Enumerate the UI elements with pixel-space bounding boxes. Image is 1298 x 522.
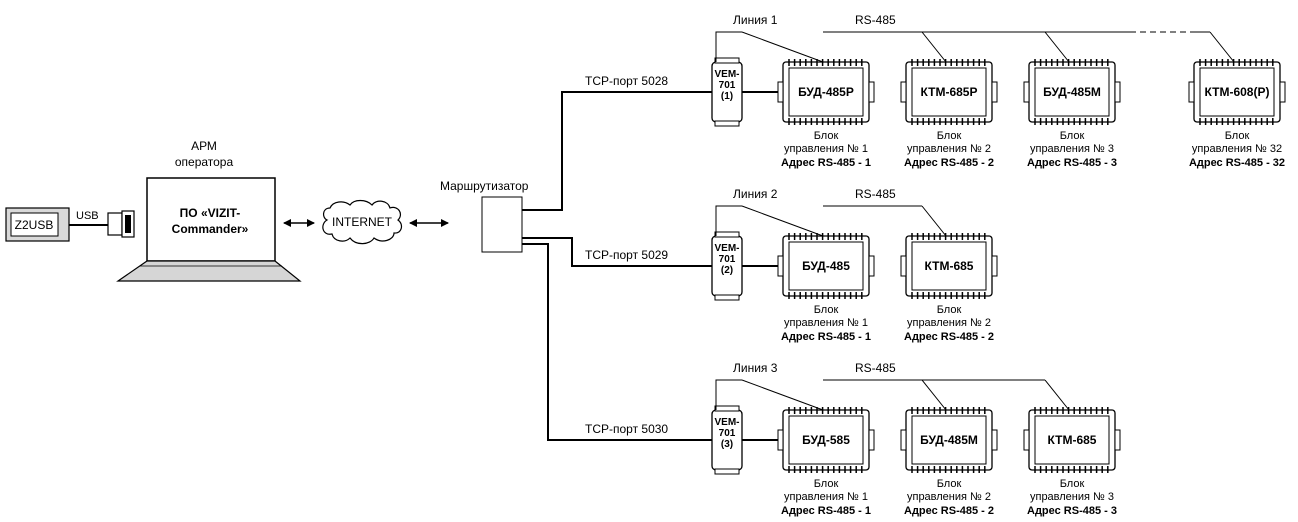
module-address: Адрес RS-485 - 2 (904, 505, 994, 517)
module-name: БУД-485M (1043, 85, 1101, 99)
module-caption: управления № 32 (1192, 143, 1282, 155)
converter-label: 701 (719, 428, 736, 439)
converter-label: 701 (719, 254, 736, 265)
software-line1: ПО «VIZIT- (180, 206, 241, 220)
module-address: Адрес RS-485 - 3 (1027, 505, 1117, 517)
arm-title-line1: АРМ (191, 139, 217, 153)
module-caption: Блок (937, 130, 962, 142)
z2usb-label: Z2USB (15, 218, 54, 232)
module-caption: управления № 2 (907, 491, 991, 503)
module-caption: Блок (937, 304, 962, 316)
bus-label: RS-485 (855, 187, 896, 201)
software-line2: Commander» (172, 222, 249, 236)
rs485-line-2: TCP-порт 5029 VEM-701(2) Линия 2 RS-485БУД-… (585, 187, 998, 343)
module-address: Адрес RS-485 - 1 (781, 505, 871, 517)
module-caption: Блок (937, 478, 962, 490)
module-caption: управления № 1 (784, 143, 868, 155)
module-name: КТМ-685 (1048, 433, 1097, 447)
line-label: Линия 1 (733, 13, 778, 27)
converter-label: VEM- (715, 243, 740, 254)
arm-title-line2: оператора (175, 155, 234, 169)
usb-label: USB (76, 210, 99, 222)
module-address: Адрес RS-485 - 2 (904, 157, 994, 169)
converter-label: (3) (721, 439, 733, 450)
tcp-port-label: TCP-порт 5028 (585, 74, 668, 88)
rs485-bus (715, 31, 1235, 63)
module-caption: Блок (1225, 130, 1250, 142)
module-caption: управления № 3 (1030, 491, 1114, 503)
module-caption: Блок (814, 130, 839, 142)
laptop-icon (116, 177, 302, 282)
module-address: Адрес RS-485 - 3 (1027, 157, 1117, 169)
module-address: Адрес RS-485 - 1 (781, 331, 871, 343)
bus-label: RS-485 (855, 361, 896, 375)
converter-label: (2) (721, 265, 733, 276)
vem-converter: VEM-701(2) (711, 231, 743, 301)
converter-label: (1) (721, 91, 733, 102)
z2usb-device: Z2USB (5, 207, 70, 242)
converter-label: VEM- (715, 69, 740, 80)
module-address: Адрес RS-485 - 1 (781, 157, 871, 169)
module-name: БУД-485 (802, 259, 850, 273)
module-name: КТМ-608(P) (1205, 85, 1270, 99)
module-name: БУД-485M (920, 433, 978, 447)
tcp-port-label: TCP-порт 5029 (585, 248, 668, 262)
tcp-port-label: TCP-порт 5030 (585, 422, 668, 436)
usb-plug-icon (107, 210, 135, 238)
vem-converter: VEM-701(3) (711, 405, 743, 475)
converter-label: VEM- (715, 417, 740, 428)
module-name: КТМ-685P (921, 85, 978, 99)
rs485-line-1: TCP-порт 5028 VEM-701(1) Линия 1 RS-485БУД-… (585, 13, 1286, 169)
module-caption: управления № 2 (907, 317, 991, 329)
internet-label: INTERNET (332, 215, 393, 229)
bus-label: RS-485 (855, 13, 896, 27)
module-caption: управления № 2 (907, 143, 991, 155)
module-name: БУД-485P (798, 85, 854, 99)
module-name: БУД-585 (802, 433, 850, 447)
module-name: КТМ-685 (925, 259, 974, 273)
converter-label: 701 (719, 80, 736, 91)
router-box (481, 196, 523, 253)
module-address: Адрес RS-485 - 32 (1189, 157, 1285, 169)
router-label: Маршрутизатор (440, 179, 529, 193)
rs485-line-3: TCP-порт 5030 VEM-701(3) Линия 3 RS-485БУД-… (585, 361, 1121, 517)
module-caption: управления № 1 (784, 317, 868, 329)
rs485-bus (715, 205, 947, 237)
internet-cloud-icon (322, 199, 403, 245)
module-address: Адрес RS-485 - 2 (904, 331, 994, 343)
line-label: Линия 3 (733, 361, 778, 375)
module-caption: Блок (1060, 130, 1085, 142)
module-caption: управления № 1 (784, 491, 868, 503)
module-caption: Блок (814, 478, 839, 490)
rs485-bus (715, 379, 1070, 411)
vem-converter: VEM-701(1) (711, 57, 743, 127)
module-caption: управления № 3 (1030, 143, 1114, 155)
line-label: Линия 2 (733, 187, 778, 201)
module-caption: Блок (1060, 478, 1085, 490)
tcp-links (522, 91, 718, 441)
module-caption: Блок (814, 304, 839, 316)
